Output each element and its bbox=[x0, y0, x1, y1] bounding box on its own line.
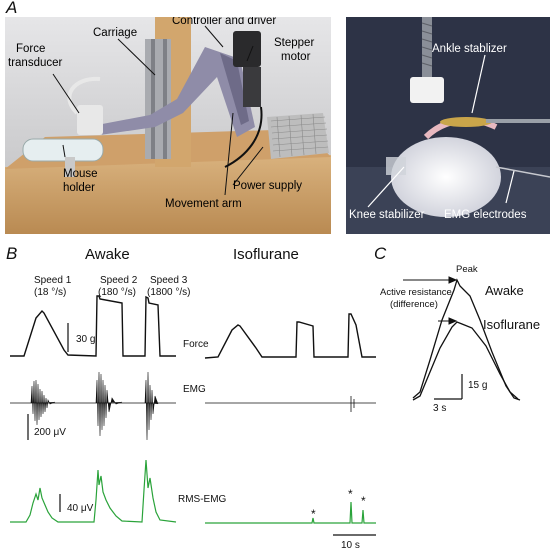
mouse-photo-drawing bbox=[346, 17, 550, 234]
speed-1-name: Speed 1 bbox=[34, 275, 72, 286]
label-stepper-2: motor bbox=[281, 51, 311, 63]
label-carriage: Carriage bbox=[93, 27, 138, 39]
apparatus-photo: Carriage Controller and driver Force tra… bbox=[5, 17, 331, 234]
scale-force-label: 30 g bbox=[76, 334, 96, 345]
peak-arrow-head bbox=[448, 276, 458, 284]
label-mouse-holder-2: holder bbox=[63, 182, 95, 194]
label-movement-arm: Movement arm bbox=[165, 198, 242, 210]
speed-1-value: (18 °/s) bbox=[34, 287, 67, 298]
label-knee-stabilizer: Knee stabilizer bbox=[349, 209, 425, 221]
apparatus-photo-drawing bbox=[5, 17, 331, 234]
label-emg-electrodes: EMG electrodes bbox=[444, 209, 527, 221]
row-label-force: Force bbox=[183, 339, 209, 350]
label-ankle-stabilizer: Ankle stablizer bbox=[432, 43, 507, 55]
panel-a-letter: A bbox=[6, 0, 18, 17]
mouse-photo: Ankle stablizer Knee stabilizer EMG elec… bbox=[346, 17, 550, 234]
rms-trace-iso bbox=[205, 501, 376, 524]
iso-curve bbox=[412, 321, 519, 401]
speed-2-name: Speed 2 bbox=[100, 275, 138, 286]
rms-trace-awake bbox=[10, 459, 177, 523]
speed-3-value: (1800 °/s) bbox=[147, 287, 191, 298]
active-resistance-1: Active resistance bbox=[380, 287, 452, 298]
speed-2-value: (180 °/s) bbox=[98, 287, 136, 298]
asterisk-1: * bbox=[311, 507, 316, 521]
label-mouse-holder-1: Mouse bbox=[63, 168, 98, 180]
scale-emg-label: 200 μV bbox=[34, 427, 66, 438]
emg-bursts-awake bbox=[30, 371, 159, 441]
isoflurane-title: Isoflurane bbox=[233, 246, 299, 263]
awake-title: Awake bbox=[85, 246, 130, 263]
iso-curve-label: Isoflurane bbox=[483, 317, 541, 332]
asterisk-2: * bbox=[348, 487, 353, 501]
label-force-transducer-1: Force bbox=[16, 43, 46, 55]
force-trace-awake bbox=[10, 295, 176, 357]
label-stepper-1: Stepper bbox=[274, 37, 315, 49]
panel-c-letter: C bbox=[374, 244, 387, 263]
scale-time-label: 10 s bbox=[341, 540, 360, 551]
label-power-supply: Power supply bbox=[233, 180, 303, 192]
speed-3-name: Speed 3 bbox=[150, 275, 188, 286]
row-label-emg: EMG bbox=[183, 384, 206, 395]
active-resistance-2: (difference) bbox=[390, 299, 438, 310]
scale-c-x-label: 3 s bbox=[433, 403, 447, 414]
scale-rms-label: 40 μV bbox=[67, 503, 94, 514]
peak-label: Peak bbox=[456, 264, 478, 275]
asterisk-3: * bbox=[361, 494, 366, 508]
row-label-rms: RMS-EMG bbox=[178, 494, 227, 505]
diff-arrow-head bbox=[448, 317, 458, 325]
force-trace-iso bbox=[204, 313, 376, 359]
awake-curve-label: Awake bbox=[485, 283, 524, 298]
emg-artifacts-iso bbox=[350, 396, 355, 412]
scale-c-y-label: 15 g bbox=[468, 380, 488, 391]
panel-b-letter: B bbox=[6, 244, 18, 263]
label-controller: Controller and driver bbox=[172, 17, 277, 27]
label-force-transducer-2: transducer bbox=[8, 57, 63, 69]
